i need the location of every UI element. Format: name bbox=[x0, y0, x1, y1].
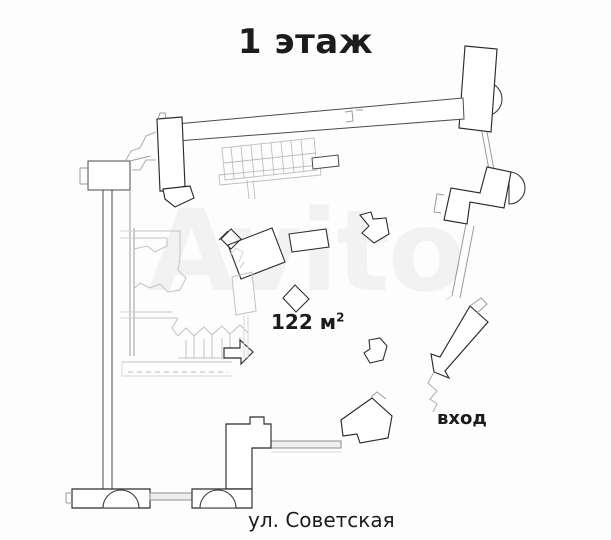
top-left-angled-foot bbox=[162, 185, 195, 208]
left-vertical-wall bbox=[102, 189, 113, 490]
center-post-stem bbox=[243, 315, 249, 358]
interior-room-lower bbox=[120, 311, 179, 337]
column-polygon-upper bbox=[359, 211, 390, 244]
bottom-left-bay-window bbox=[102, 489, 140, 509]
entrance-porch-block bbox=[340, 391, 393, 444]
column-polygon-lower bbox=[363, 337, 388, 364]
column-diamond bbox=[282, 284, 310, 313]
right-wall-drop-line bbox=[451, 223, 475, 299]
street-label: ул. Советская bbox=[248, 508, 395, 532]
bottom-stepped-wall bbox=[225, 416, 272, 490]
top-left-wall-block bbox=[156, 112, 186, 192]
entrance-label: вход bbox=[437, 408, 487, 429]
top-horizontal-beam bbox=[175, 97, 465, 142]
entrance-corridor-slab bbox=[270, 440, 342, 453]
column-rectangle-small bbox=[288, 228, 330, 253]
bottom-right-bay-window bbox=[199, 489, 237, 509]
bottom-connector-slab bbox=[149, 492, 193, 501]
area-value: 122 м bbox=[271, 310, 337, 334]
right-l-shaped-wall bbox=[433, 166, 512, 225]
column-diagonal-arrow bbox=[218, 228, 242, 250]
right-diagonal-wall bbox=[430, 297, 489, 380]
entrance-leader-line bbox=[427, 371, 438, 413]
column-diagonal-long bbox=[227, 227, 286, 280]
area-label: 122 м2 bbox=[271, 310, 344, 334]
interior-room-upper bbox=[120, 230, 187, 293]
right-guide-line bbox=[445, 295, 453, 301]
area-superscript: 2 bbox=[336, 310, 345, 325]
center-post bbox=[229, 247, 257, 316]
top-left-leader-line bbox=[125, 131, 157, 171]
left-top-cap-wall bbox=[79, 155, 151, 191]
top-hatched-grid bbox=[218, 137, 322, 200]
bottom-left-floor-slab bbox=[121, 361, 232, 377]
stair-landing-block bbox=[223, 338, 254, 366]
page-title: 1 этаж bbox=[237, 22, 374, 62]
left-inner-vertical-wall bbox=[129, 190, 135, 356]
top-center-right-tab bbox=[311, 154, 340, 170]
right-bay-window bbox=[508, 171, 526, 205]
